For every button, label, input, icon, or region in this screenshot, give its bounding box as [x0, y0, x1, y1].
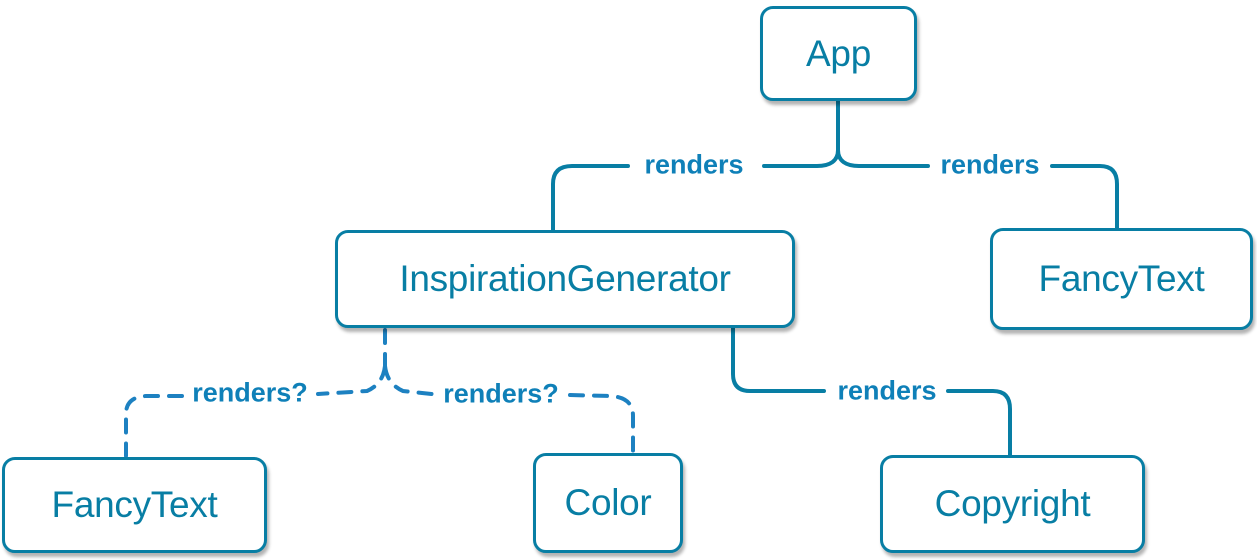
edge-label-inspiration-generator-renders-copyright: renders — [837, 375, 937, 406]
node-app-label: App — [806, 32, 871, 74]
node-fancy-text-top: FancyText — [990, 228, 1253, 330]
node-inspiration-generator: InspirationGenerator — [335, 230, 795, 328]
edge-segment — [568, 393, 635, 454]
edge-segment — [1050, 164, 1119, 230]
edge-inspiration-generator-to-copyright — [731, 326, 1012, 457]
node-color-label: Color — [564, 482, 652, 523]
edge-segment — [731, 326, 826, 393]
node-copyright: Copyright — [880, 455, 1145, 553]
edge-app-to-fancy-text — [836, 148, 1119, 230]
edge-label-app-renders-inspiration-generator: renders — [644, 149, 744, 180]
edge-segment — [946, 389, 1012, 457]
edge-segment — [124, 394, 184, 458]
node-fancy-text-bottom-label: FancyText — [51, 484, 218, 525]
node-fancy-text-top-label: FancyText — [1038, 258, 1205, 299]
edge-segment — [836, 148, 930, 168]
node-fancy-text-bottom: FancyText — [2, 457, 267, 553]
edge-inspiration-generator-to-color — [383, 364, 635, 454]
edge-segment — [551, 164, 630, 232]
edge-segment — [316, 364, 387, 396]
edge-label-inspiration-generator-renders-color: renders? — [443, 378, 559, 409]
node-app: App — [760, 6, 917, 101]
edge-segment — [762, 148, 840, 168]
node-copyright-label: Copyright — [934, 483, 1091, 524]
edge-segment — [383, 364, 434, 396]
edge-label-app-renders-fancy-text: renders — [940, 149, 1040, 180]
edge-label-inspiration-generator-renders-fancy-text: renders? — [192, 377, 308, 408]
node-inspiration-generator-label: InspirationGenerator — [399, 258, 731, 299]
node-color: Color — [533, 453, 683, 553]
